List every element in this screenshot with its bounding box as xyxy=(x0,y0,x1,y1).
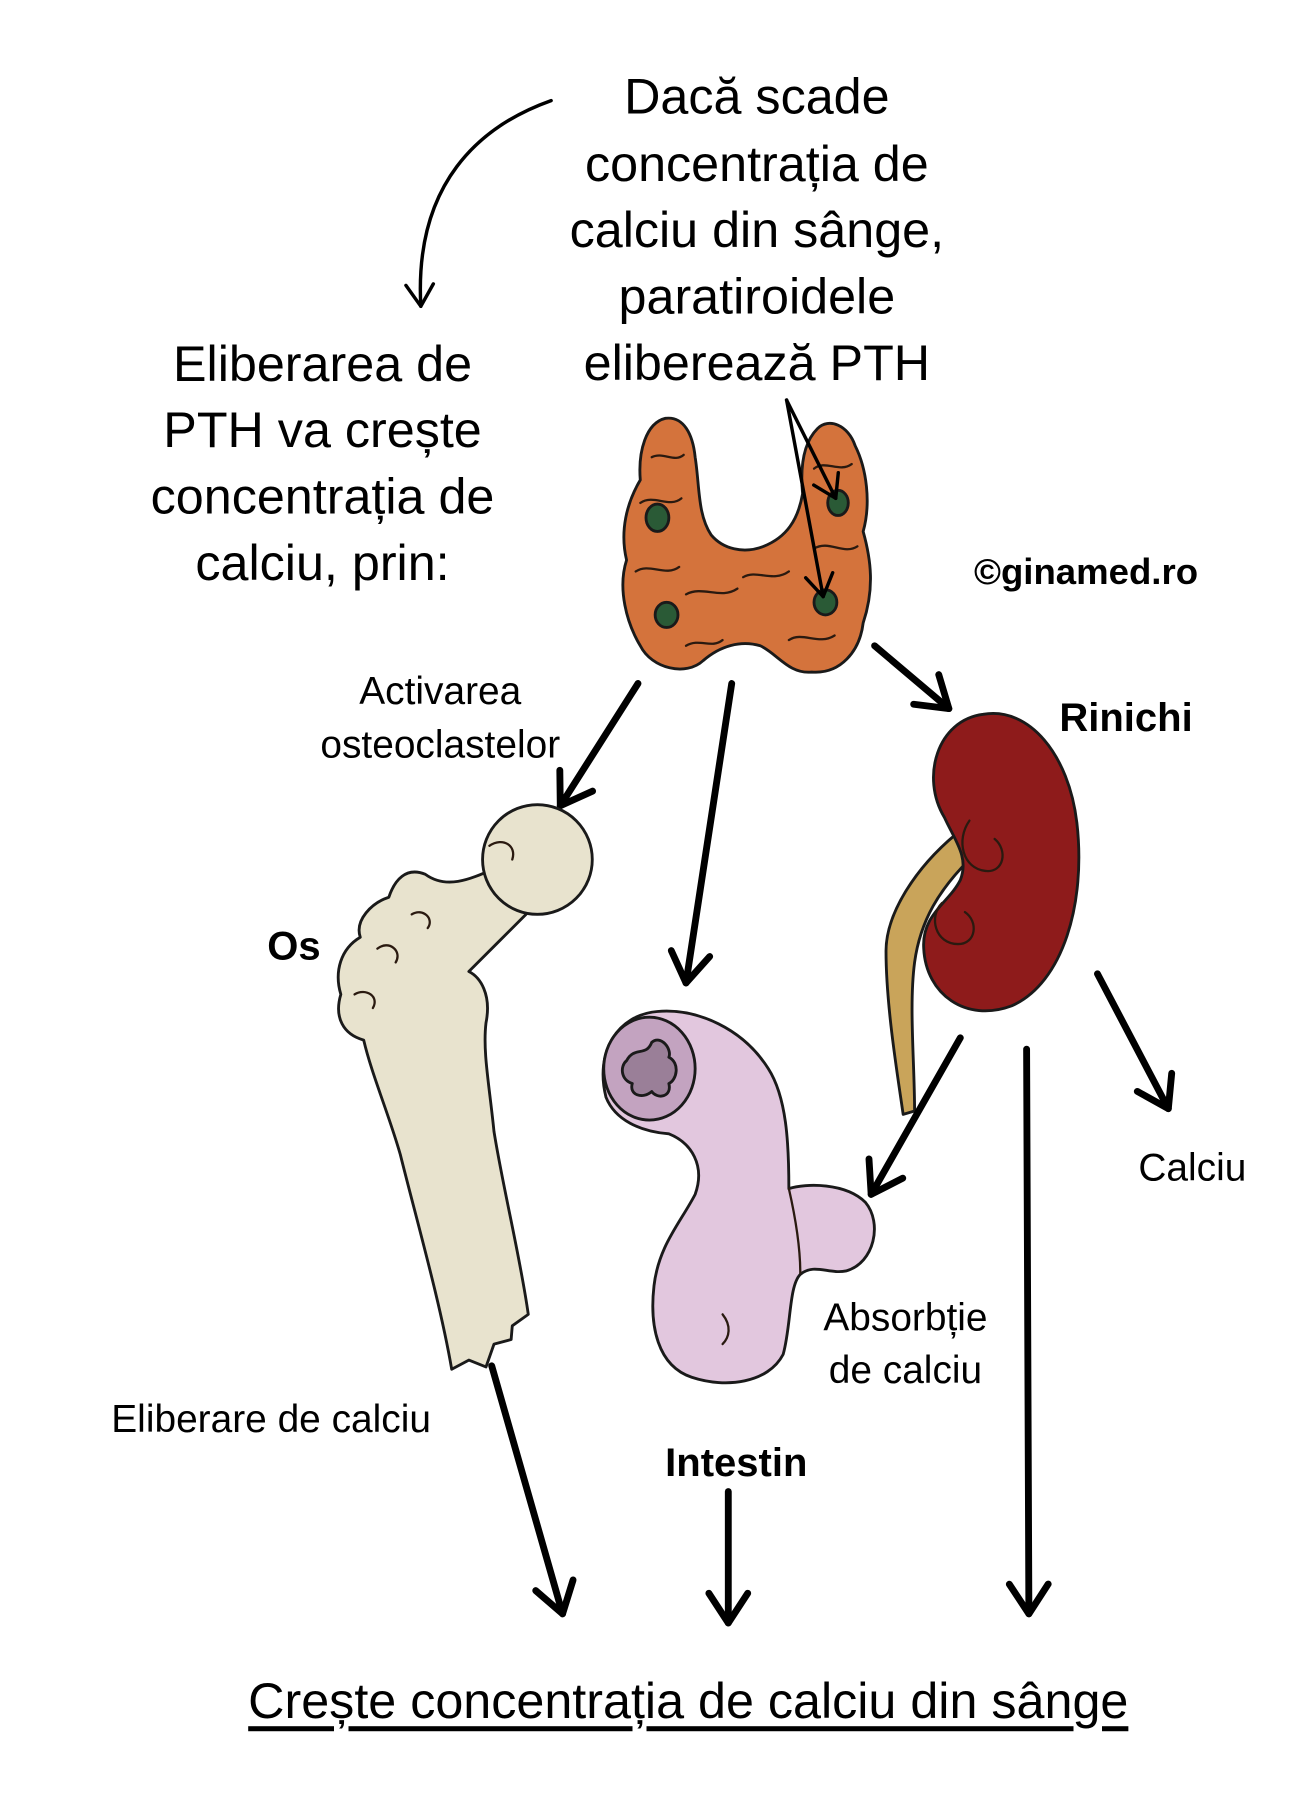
intro-text: Dacă scade concentrația de calciu din sâ… xyxy=(570,68,944,391)
intro-line-5: eliberează PTH xyxy=(584,334,930,391)
arrow-thyroid-to-kidney xyxy=(871,642,953,713)
thyroid-gland xyxy=(621,416,872,674)
kidney-pelvis-upper xyxy=(961,819,1004,873)
calcium-release-label: Eliberare de calciu xyxy=(111,1398,431,1441)
osteoclast-activation-line-1: Activarea xyxy=(359,670,521,713)
effect-line-2: PTH va crește xyxy=(163,401,481,458)
ureter xyxy=(884,832,971,1116)
arrow-kidney-to-blood xyxy=(1005,1045,1052,1618)
osteoclast-activation-line-2: osteoclastelor xyxy=(320,724,560,767)
effect-line-3: concentrația de xyxy=(151,468,495,525)
calcium-label: Calciu xyxy=(1138,1147,1246,1190)
intestine-illustration xyxy=(601,1009,876,1385)
thyroid-illustration xyxy=(621,416,872,674)
effect-text: Eliberarea de PTH va crește concentrația… xyxy=(151,335,495,591)
intestine-label: Intestin xyxy=(665,1441,807,1485)
parathyroid-gland-lower-left xyxy=(653,600,680,629)
thyroid-texture xyxy=(634,453,859,647)
femur-body xyxy=(336,867,530,1371)
trochanter-texture-3 xyxy=(410,911,431,930)
absorption-line-2: de calciu xyxy=(829,1349,982,1392)
kidney-illustration xyxy=(884,712,1081,1116)
curved-arrow xyxy=(404,98,553,309)
kidney-pelvis-lower xyxy=(933,901,975,946)
trochanter-texture-2 xyxy=(353,990,376,1010)
arrow-kidney-to-calcium xyxy=(1094,970,1176,1113)
femur-head-line xyxy=(488,840,515,861)
arrow-bone-to-blood xyxy=(488,1362,577,1618)
kidney-label: Rinichi xyxy=(1059,696,1192,740)
intro-line-2: concentrația de xyxy=(585,135,929,192)
absorption-line-1: Absorbție xyxy=(823,1296,987,1339)
effect-line-1: Eliberarea de xyxy=(173,335,472,392)
intestine-bend xyxy=(787,1187,802,1275)
arrow-kidney-to-intestine xyxy=(865,1034,964,1198)
watermark: ©ginamed.ro xyxy=(974,551,1198,592)
bone-label: Os xyxy=(267,924,320,968)
bone-illustration xyxy=(336,803,594,1371)
conclusion-text: Crește concentrația de calciu din sânge xyxy=(248,1672,1128,1729)
intro-line-3: calciu din sânge, xyxy=(570,201,944,258)
pointer-arrow-lower-parathyroid xyxy=(784,398,835,599)
intestine-lumen xyxy=(620,1038,678,1098)
intro-line-4: paratiroidele xyxy=(619,268,896,325)
pointer-arrow-upper-parathyroid xyxy=(784,398,840,501)
trochanter-texture-1 xyxy=(376,944,399,964)
parathyroid-gland-upper-left xyxy=(644,502,671,533)
parathyroid-gland-lower-right xyxy=(812,588,839,617)
arrow-thyroid-to-bone xyxy=(556,680,642,810)
intestine-crease xyxy=(721,1313,730,1346)
arrow-thyroid-to-intestine xyxy=(667,680,736,987)
femur-head xyxy=(481,803,594,916)
intro-line-1: Dacă scade xyxy=(624,68,889,125)
effect-line-4: calciu, prin: xyxy=(195,534,449,591)
parathyroid-gland-upper-right xyxy=(826,488,850,517)
